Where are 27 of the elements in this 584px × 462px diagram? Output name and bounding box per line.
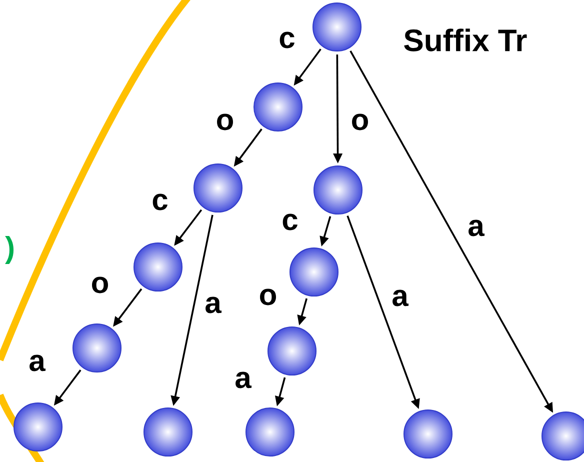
tree-node: [314, 166, 362, 214]
title: Suffix Tr: [404, 28, 527, 52]
edge-label: a: [392, 290, 409, 306]
edge-label: a: [468, 220, 485, 236]
edge-label: a: [30, 354, 46, 372]
tree-node: [312, 2, 362, 52]
edge-label: o: [352, 114, 368, 130]
tree-node: [404, 410, 452, 458]
tree-node: [144, 408, 192, 456]
edge-label: o: [260, 288, 276, 306]
edge-label: c: [152, 194, 168, 210]
edge-label: o: [92, 276, 108, 294]
tree-node: [194, 164, 242, 212]
edge-label: a: [206, 296, 222, 314]
tree-node: [290, 248, 338, 296]
edge-label: o: [217, 114, 233, 130]
bracket-text: ): [5, 236, 14, 264]
tree-node: [246, 408, 294, 456]
tree-node: [542, 412, 584, 460]
edge-label: a: [236, 372, 252, 388]
tree-node: [72, 324, 122, 372]
tree-node: [134, 242, 182, 292]
edge-label: c: [280, 32, 294, 48]
edge-label: c: [282, 214, 298, 230]
tree-node: [254, 82, 302, 132]
tree-node: [268, 326, 316, 376]
tree-node: [14, 402, 62, 452]
